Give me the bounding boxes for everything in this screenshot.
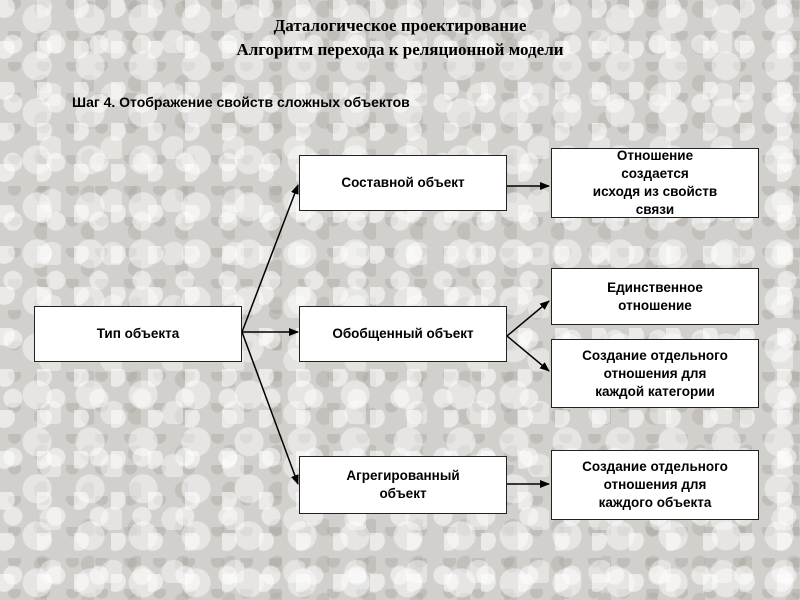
arrow-generalized-to-single (506, 300, 550, 337)
node-compound-result: Отношение создается исходя из свойств св… (551, 148, 759, 218)
arrow-generalized-to-category (506, 335, 550, 372)
node-category-relation: Создание отдельного отношения для каждой… (551, 339, 759, 408)
node-aggregated-object: Агрегированный объект (299, 456, 507, 514)
step-heading: Шаг 4. Отображение свойств сложных объек… (72, 94, 410, 110)
page-subtitle: Алгоритм перехода к реляционной модели (236, 40, 564, 59)
arrow-type-to-compound (241, 184, 299, 333)
node-object-relation: Создание отдельного отношения для каждог… (551, 450, 759, 520)
node-object-type: Тип объекта (34, 306, 242, 362)
node-generalized-object: Обобщенный объект (299, 306, 507, 362)
node-compound-object: Составной объект (299, 155, 507, 211)
page-title: Даталогическое проектирование (273, 16, 527, 35)
node-single-relation: Единственное отношение (551, 268, 759, 325)
arrow-type-to-aggregated (241, 331, 299, 485)
